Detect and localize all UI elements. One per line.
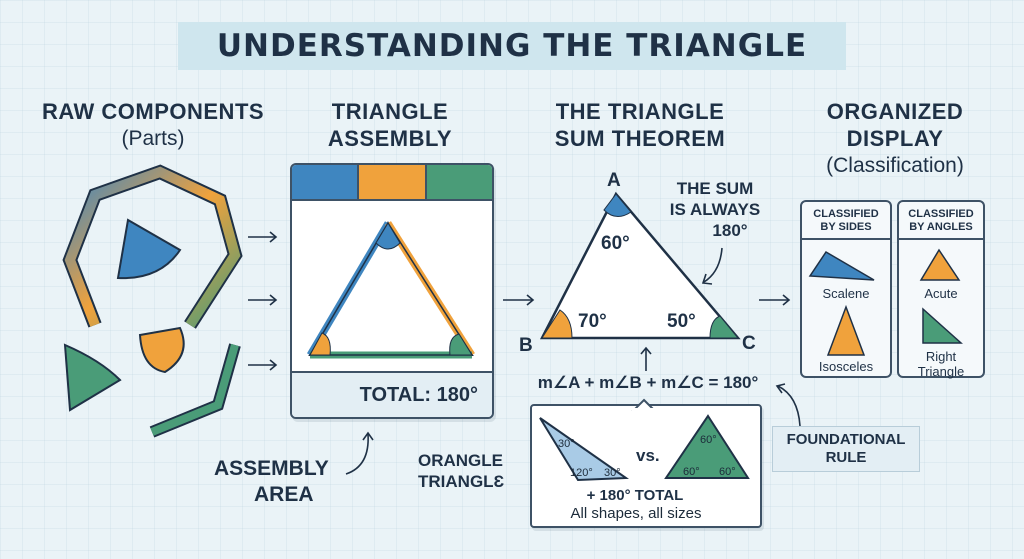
vertex-b-label: B: [519, 335, 533, 356]
assembly-area-label: ASSEMBLY AREA: [214, 456, 354, 508]
theorem-to-display-arrow: [759, 294, 791, 306]
scalene-label: Scalene: [822, 286, 870, 301]
comparison-triangles: [539, 398, 750, 482]
left-angle-2: 120°: [570, 467, 593, 479]
sum-note-line1: THE SUM: [676, 179, 754, 198]
angles-card-header: CLASSIFIED BY ANGLES: [899, 202, 983, 240]
theorem-heading: THE TRIANGLE SUM THEOREM: [530, 98, 750, 152]
right-angle-2: 60°: [683, 466, 700, 478]
sum-equation: m∠A + m∠B + m∠C = 180°: [537, 373, 759, 392]
total-bar: TOTAL: 180°: [292, 371, 492, 417]
sum-note: THE SUM IS ALWAYS 180°: [660, 178, 770, 241]
assembly-area-line2: AREA: [254, 483, 314, 506]
display-heading: ORGANIZED DISPLAY (Classification): [790, 98, 1000, 179]
rule-arrow: [775, 383, 801, 427]
comparison-total: + 180° TOTAL: [586, 487, 684, 504]
classified-by-sides-card: CLASSIFIED BY SIDES Scalene Isosceles: [800, 200, 892, 378]
comparison-caption: All shapes, all sizes: [570, 505, 702, 522]
theorem-triangle: [539, 191, 741, 340]
orangle-triangle-label: ORANGLE TRIANGLƐ: [418, 450, 528, 492]
theorem-title-line2: SUM THEOREM: [554, 126, 726, 151]
angle-a-value: 60°: [601, 233, 630, 254]
orange-color-block: [357, 165, 427, 199]
sides-head-line1: CLASSIFIED: [813, 208, 879, 220]
angle-c-value: 50°: [667, 311, 696, 332]
display-title-line1: ORGANIZED: [826, 99, 964, 124]
raw-components-subtitle: (Parts): [121, 127, 185, 150]
foundational-rule-box: FOUNDATIONAL RULE: [772, 426, 920, 472]
assembly-to-theorem-arrow: [503, 294, 535, 306]
rule-line1: FOUNDATIONAL: [786, 431, 906, 448]
blue-color-block: [292, 165, 358, 199]
left-angle-1: 30°: [558, 438, 575, 450]
sum-note-line2: IS ALWAYS: [669, 200, 761, 219]
angle-b-value: 70°: [578, 311, 607, 332]
right-triangle-label: Right Triangle: [899, 349, 983, 379]
page-title: UNDERSTANDING THE TRIANGLE: [216, 28, 808, 64]
green-color-block: [426, 165, 492, 199]
orange-wedge-shape: [138, 326, 185, 374]
acute-label: Acute: [924, 286, 958, 301]
assembly-total: TOTAL: 180°: [359, 383, 478, 406]
assembly-area-arrow: [345, 431, 374, 475]
sum-note-arrow: [701, 247, 723, 285]
equation-up-arrow: [640, 346, 652, 371]
display-subtitle: (Classification): [826, 154, 964, 177]
scalene-triangle: [808, 250, 875, 281]
display-title-line2: DISPLAY: [846, 126, 944, 151]
right-label-line2: Triangle: [917, 364, 965, 379]
assembly-area-line1: ASSEMBLY: [214, 457, 329, 480]
assembled-triangle: [306, 221, 475, 359]
assembly-panel: TOTAL: 180°: [290, 163, 494, 419]
assembly-title-line2: ASSEMBLY: [327, 126, 453, 151]
angles-head-line1: CLASSIFIED: [908, 208, 974, 220]
title-band: UNDERSTANDING THE TRIANGLE: [178, 22, 846, 70]
right-triangle: [922, 307, 963, 344]
angles-head-line2: BY ANGLES: [909, 221, 973, 233]
right-angle-3: 60°: [719, 466, 736, 478]
raw-components-heading: RAW COMPONENTS (Parts): [22, 98, 284, 152]
left-angle-3: 30°: [604, 467, 621, 479]
blue-wedge-shape: [116, 218, 182, 280]
raw-components-illustration: [62, 164, 243, 438]
vertex-c-label: C: [742, 333, 756, 354]
classified-by-angles-card: CLASSIFIED BY ANGLES Acute Right Triangl…: [897, 200, 985, 379]
right-angle-1: 60°: [700, 434, 717, 446]
color-strip: [292, 165, 492, 201]
raw-components-title: RAW COMPONENTS: [41, 99, 265, 124]
right-label-line1: Right: [925, 349, 957, 364]
sum-note-line3: 180°: [712, 221, 748, 240]
sides-head-line2: BY SIDES: [820, 221, 872, 233]
vertex-a-label: A: [607, 170, 621, 191]
raw-to-assembly-arrows: [248, 231, 278, 371]
orangle-label-line1: ORANGLE: [418, 451, 503, 470]
assembly-title-line1: TRIANGLE: [331, 99, 449, 124]
green-wedge-shape: [63, 343, 122, 412]
isosceles-triangle: [826, 304, 866, 356]
versus-label: vs.: [636, 446, 660, 465]
theorem-title-line1: THE TRIANGLE: [555, 99, 725, 124]
sides-card-header: CLASSIFIED BY SIDES: [802, 202, 890, 240]
acute-triangle: [919, 248, 961, 281]
rule-line2: RULE: [825, 449, 867, 466]
isosceles-label: Isosceles: [818, 359, 874, 374]
orangle-label-line2: TRIANGLƐ: [418, 472, 505, 491]
assembly-heading: TRIANGLE ASSEMBLY: [290, 98, 490, 152]
